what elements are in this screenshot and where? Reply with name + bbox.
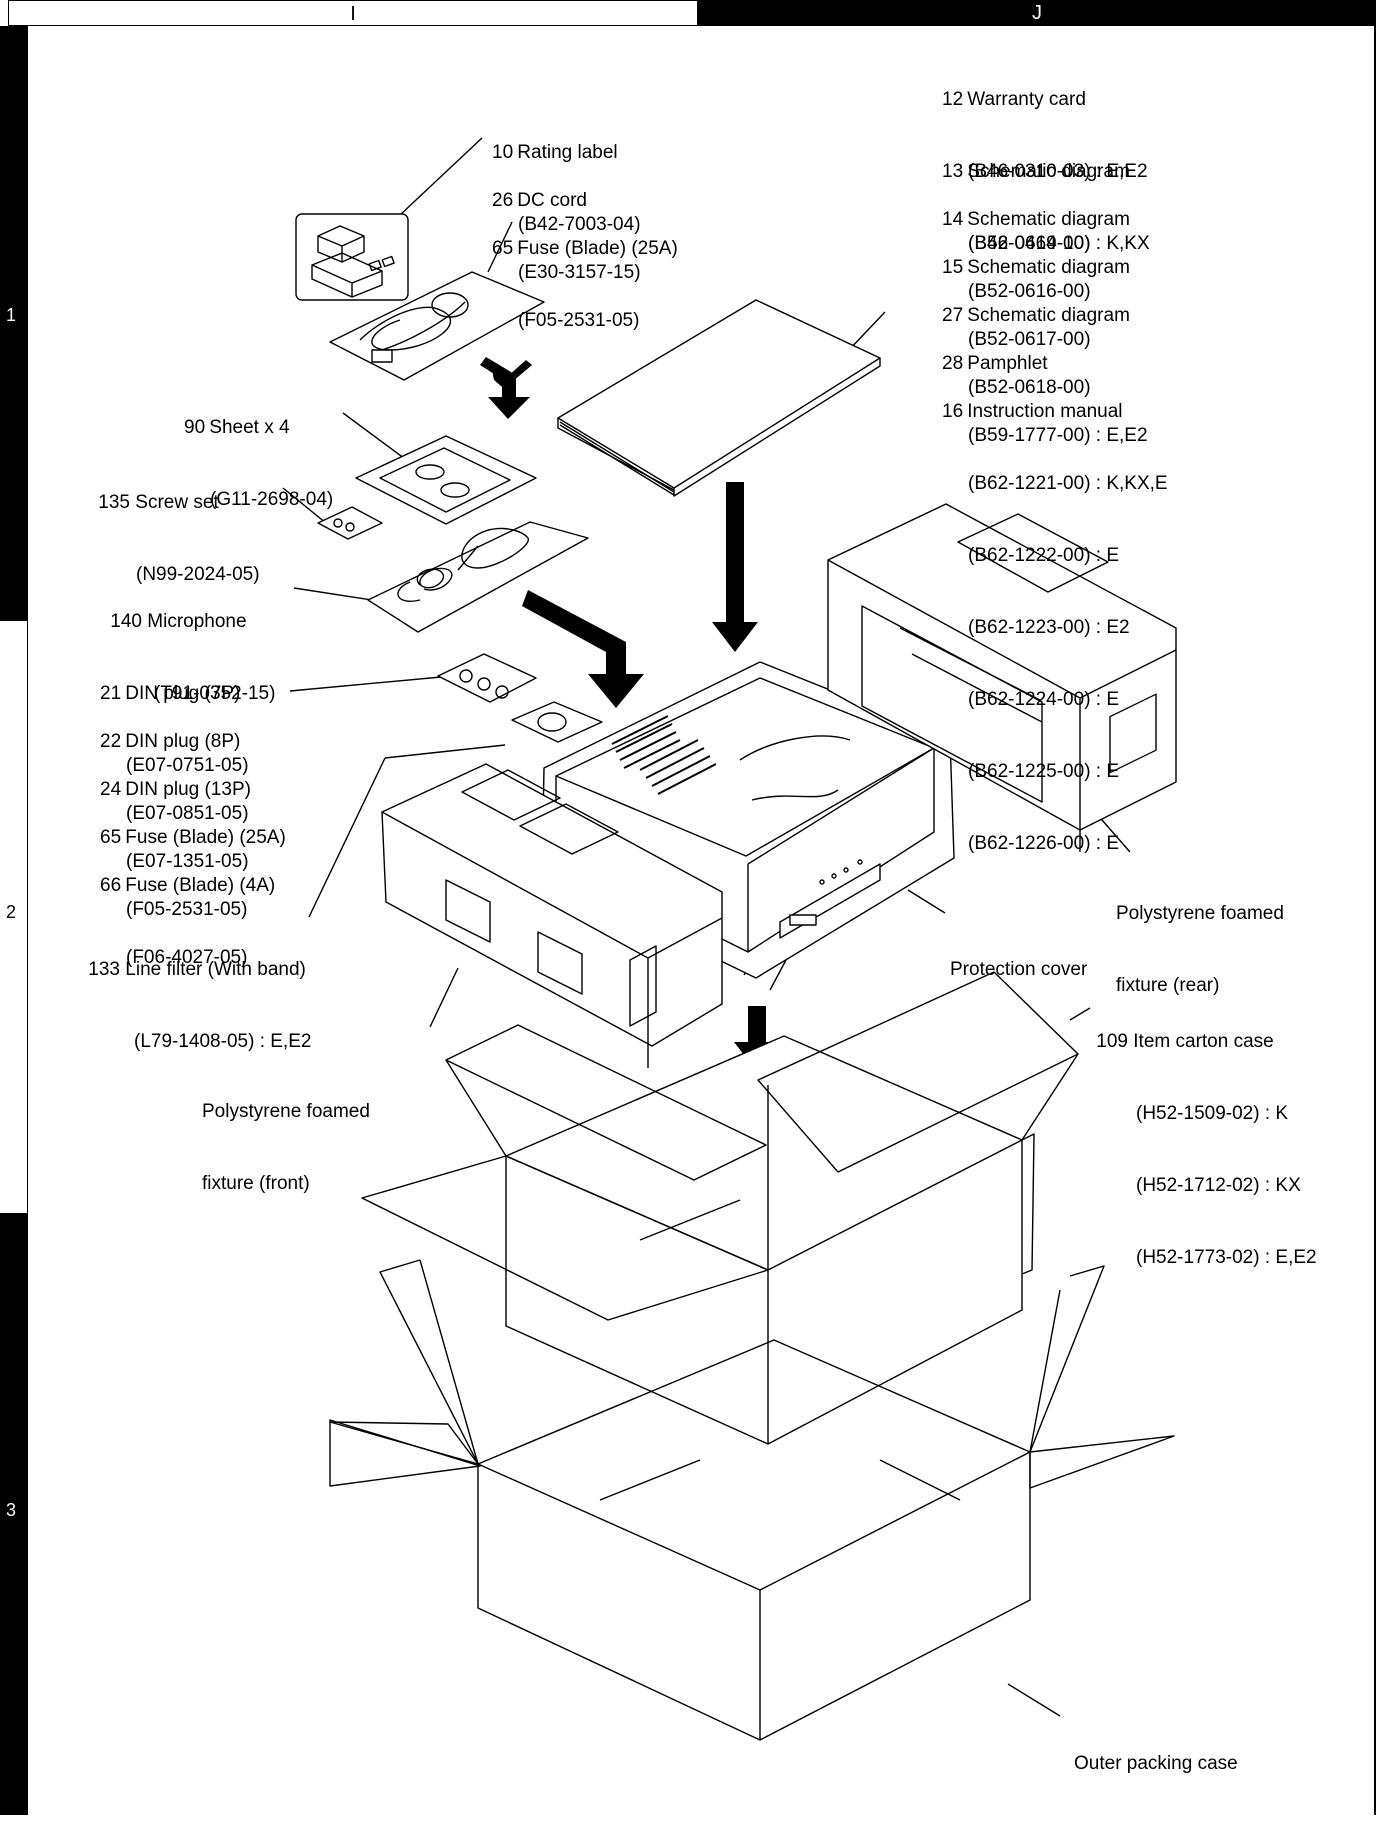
label-din-7p: 21 DIN plug (7P) (E07-0751-05) bbox=[100, 683, 249, 776]
row-number-2: 2 bbox=[6, 902, 17, 922]
label-schematic-13: 13 Schematic diagram (B52-0614-00) bbox=[942, 161, 1130, 254]
label-screw-set: 135 Screw set (N99-2024-05) bbox=[98, 492, 260, 585]
label-fuse-4a: 66 Fuse (Blade) (4A) (F06-4027-05) bbox=[100, 875, 276, 968]
manuals-stack bbox=[557, 299, 881, 497]
label-fixture-front: Polystyrene foamed fixture (front) bbox=[202, 1101, 370, 1194]
arrow-3 bbox=[712, 482, 758, 652]
label-warranty-card: 12 Warranty card (B46-0310-03) : E,E2 (B… bbox=[942, 89, 1150, 254]
row-number-3: 3 bbox=[6, 1500, 17, 1520]
sheet-bag bbox=[355, 435, 537, 525]
label-item-carton-case: 109 Item carton case (H52-1509-02) : K (… bbox=[1096, 1031, 1317, 1268]
label-sheet: 90 Sheet x 4 (G11-2698-04) bbox=[184, 417, 334, 510]
dc-cord-bag bbox=[329, 271, 545, 381]
label-fuse-25a-top: 65 Fuse (Blade) (25A) (F05-2531-05) bbox=[492, 238, 678, 331]
microphone-bag bbox=[367, 521, 589, 633]
label-pamphlet: 28 Pamphlet (B59-1777-00) : E,E2 bbox=[942, 353, 1148, 446]
label-schematic-27: 27 Schematic diagram (B52-0618-00) bbox=[942, 305, 1130, 398]
column-header-j: J bbox=[698, 0, 1376, 26]
row-number-1: 1 bbox=[6, 305, 17, 325]
leader-lines bbox=[282, 137, 1131, 1717]
item-carton-case bbox=[361, 971, 1079, 1445]
outer-packing-case bbox=[329, 1259, 1175, 1741]
row-band-1 bbox=[0, 26, 28, 621]
din-plug-bag bbox=[437, 653, 537, 703]
label-protection-cover: Protection cover bbox=[950, 959, 1088, 980]
row-band-3 bbox=[0, 1213, 28, 1815]
label-dc-cord: 26 DC cord (E30-3157-15) bbox=[492, 190, 641, 283]
rating-label-callout bbox=[295, 213, 409, 301]
label-fuse-25a: 65 Fuse (Blade) (25A) (F05-2531-05) bbox=[100, 827, 286, 920]
column-header-i: I bbox=[8, 0, 698, 26]
arrow-2 bbox=[522, 590, 644, 708]
row-band-2 bbox=[0, 621, 28, 1213]
label-instruction-manual: 16 Instruction manual (B62-1221-00) : K,… bbox=[942, 401, 1168, 854]
label-din-8p: 22 DIN plug (8P) (E07-0851-05) bbox=[100, 731, 249, 824]
line-filter-bag bbox=[511, 701, 603, 743]
screw-set-bag bbox=[317, 506, 383, 540]
polystyrene-fixture-rear bbox=[827, 503, 1177, 852]
label-din-13p: 24 DIN plug (13P) (E07-1351-05) bbox=[100, 779, 251, 872]
polystyrene-fixture-front bbox=[381, 763, 723, 1068]
label-rating-label: 10 Rating label (B42-7003-04) bbox=[492, 142, 641, 235]
label-line-filter: 133 Line filter (With band) (L79-1408-05… bbox=[88, 959, 312, 1052]
label-outer-packing-case: Outer packing case bbox=[1074, 1753, 1238, 1774]
label-schematic-14: 14 Schematic diagram (B52-0616-00) bbox=[942, 209, 1130, 302]
label-fixture-rear: Polystyrene foamed fixture (rear) bbox=[1116, 903, 1284, 996]
label-schematic-15: 15 Schematic diagram (B52-0617-00) bbox=[942, 257, 1130, 350]
label-microphone: 140 Microphone (T91-0352-15) bbox=[110, 611, 276, 704]
arrow-1 bbox=[480, 357, 532, 419]
